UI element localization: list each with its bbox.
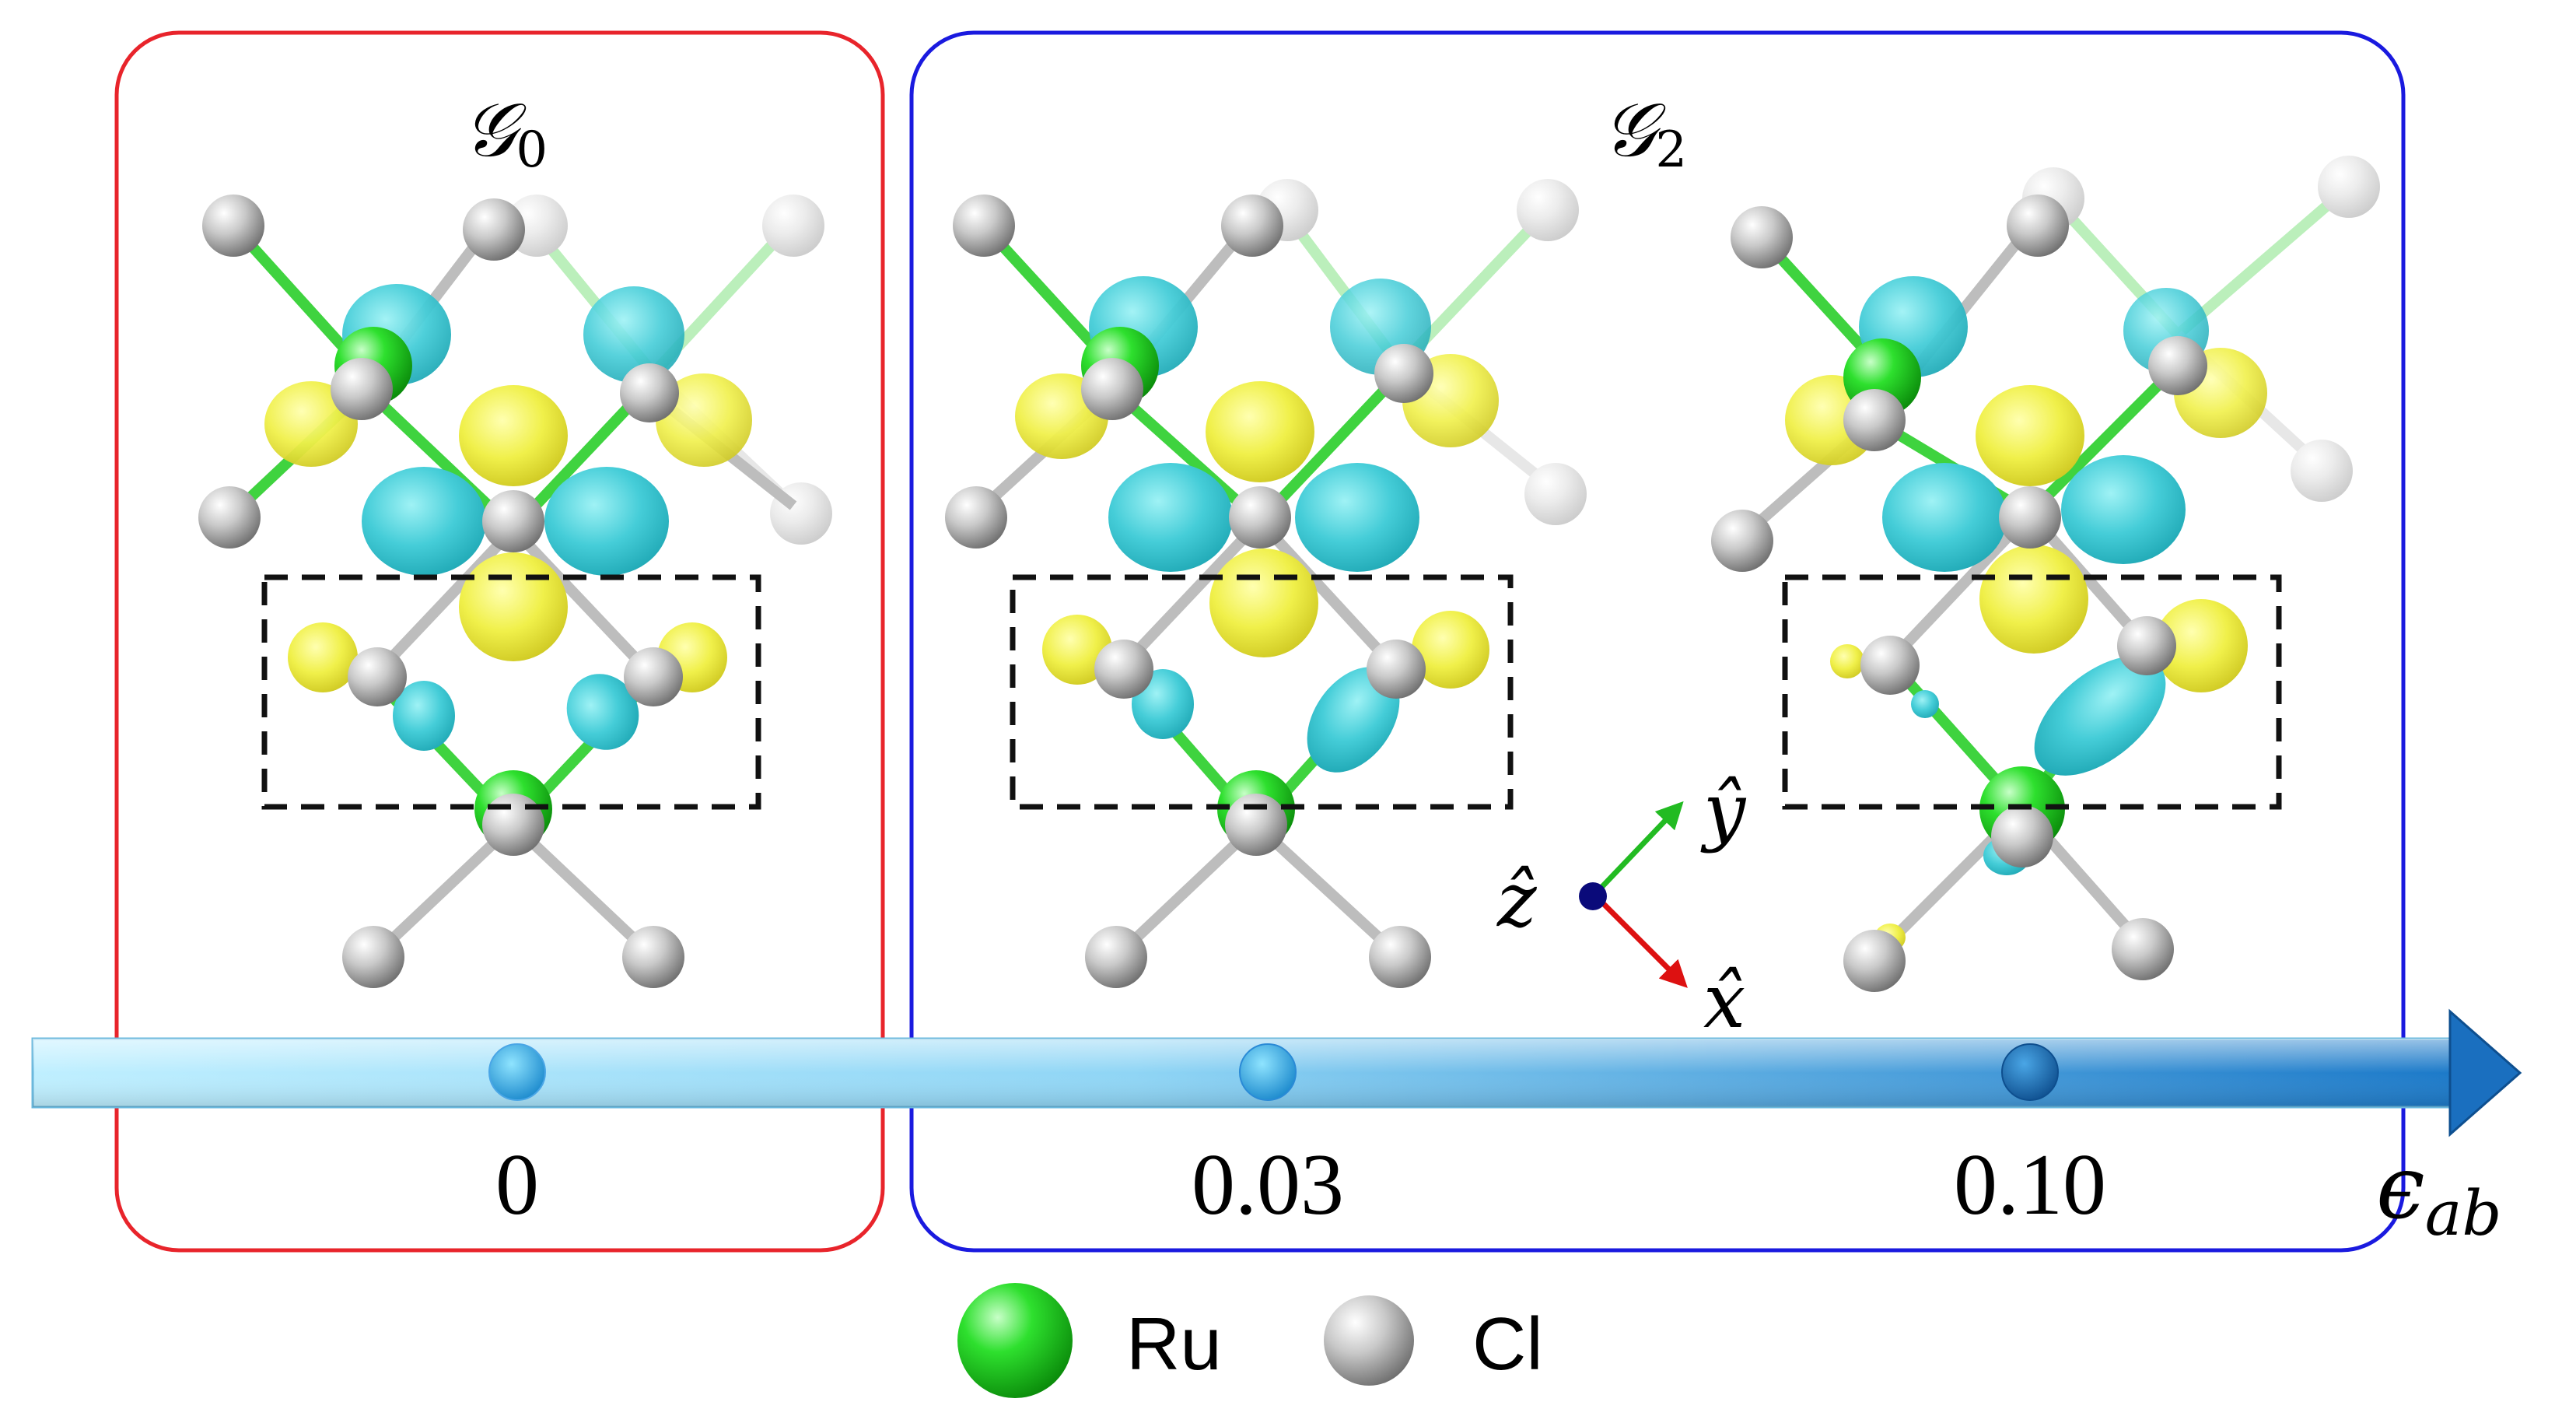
legend-label-cl: Cl (1472, 1302, 1543, 1386)
axis-tick-marker-0.10 (2001, 1043, 2059, 1101)
ru-sphere-icon (957, 1283, 1073, 1398)
structure-strain-0.10 (1711, 156, 2380, 992)
axis-tick-label-0: 0 (495, 1137, 539, 1233)
axis-arrowhead (2448, 1008, 2522, 1137)
coordinate-frame: ẑ ŷ x̂ (1496, 767, 1747, 1045)
axis-tick-label-0.03: 0.03 (1192, 1137, 1344, 1233)
x-axis-arrow (1592, 892, 1688, 988)
strain-axis: 0 0.03 0.10 ϵab (31, 1008, 2522, 1250)
x-axis-label: x̂ (1703, 958, 1745, 1045)
axis-tick-marker-0.03 (1239, 1043, 1297, 1101)
highlight-box-strain-0.03 (1010, 574, 1514, 810)
legend-label-ru: Ru (1126, 1302, 1222, 1386)
axis-tick-marker-0 (488, 1043, 546, 1101)
highlight-box-strain-0 (261, 574, 761, 810)
structure-strain-0 (198, 195, 832, 988)
group-g0-label: 𝒢0 (463, 86, 548, 179)
group-g2-box (909, 30, 2406, 1253)
cl-sphere-icon (1324, 1295, 1414, 1386)
z-axis-label: ẑ (1496, 857, 1538, 944)
structure-strain-0.03 (945, 179, 1587, 988)
highlight-box-strain-0.10 (1782, 574, 2282, 810)
y-axis-label: ŷ (1700, 767, 1747, 854)
group-g2-label: 𝒢2 (1602, 86, 1687, 179)
legend: Ru Cl (957, 1283, 1543, 1398)
axis-label: ϵab (2376, 1137, 2502, 1250)
y-axis-arrow (1592, 801, 1684, 897)
group-g0-box (114, 30, 885, 1253)
axis-tick-label-0.10: 0.10 (1954, 1137, 2106, 1233)
z-axis-dot (1579, 882, 1607, 910)
